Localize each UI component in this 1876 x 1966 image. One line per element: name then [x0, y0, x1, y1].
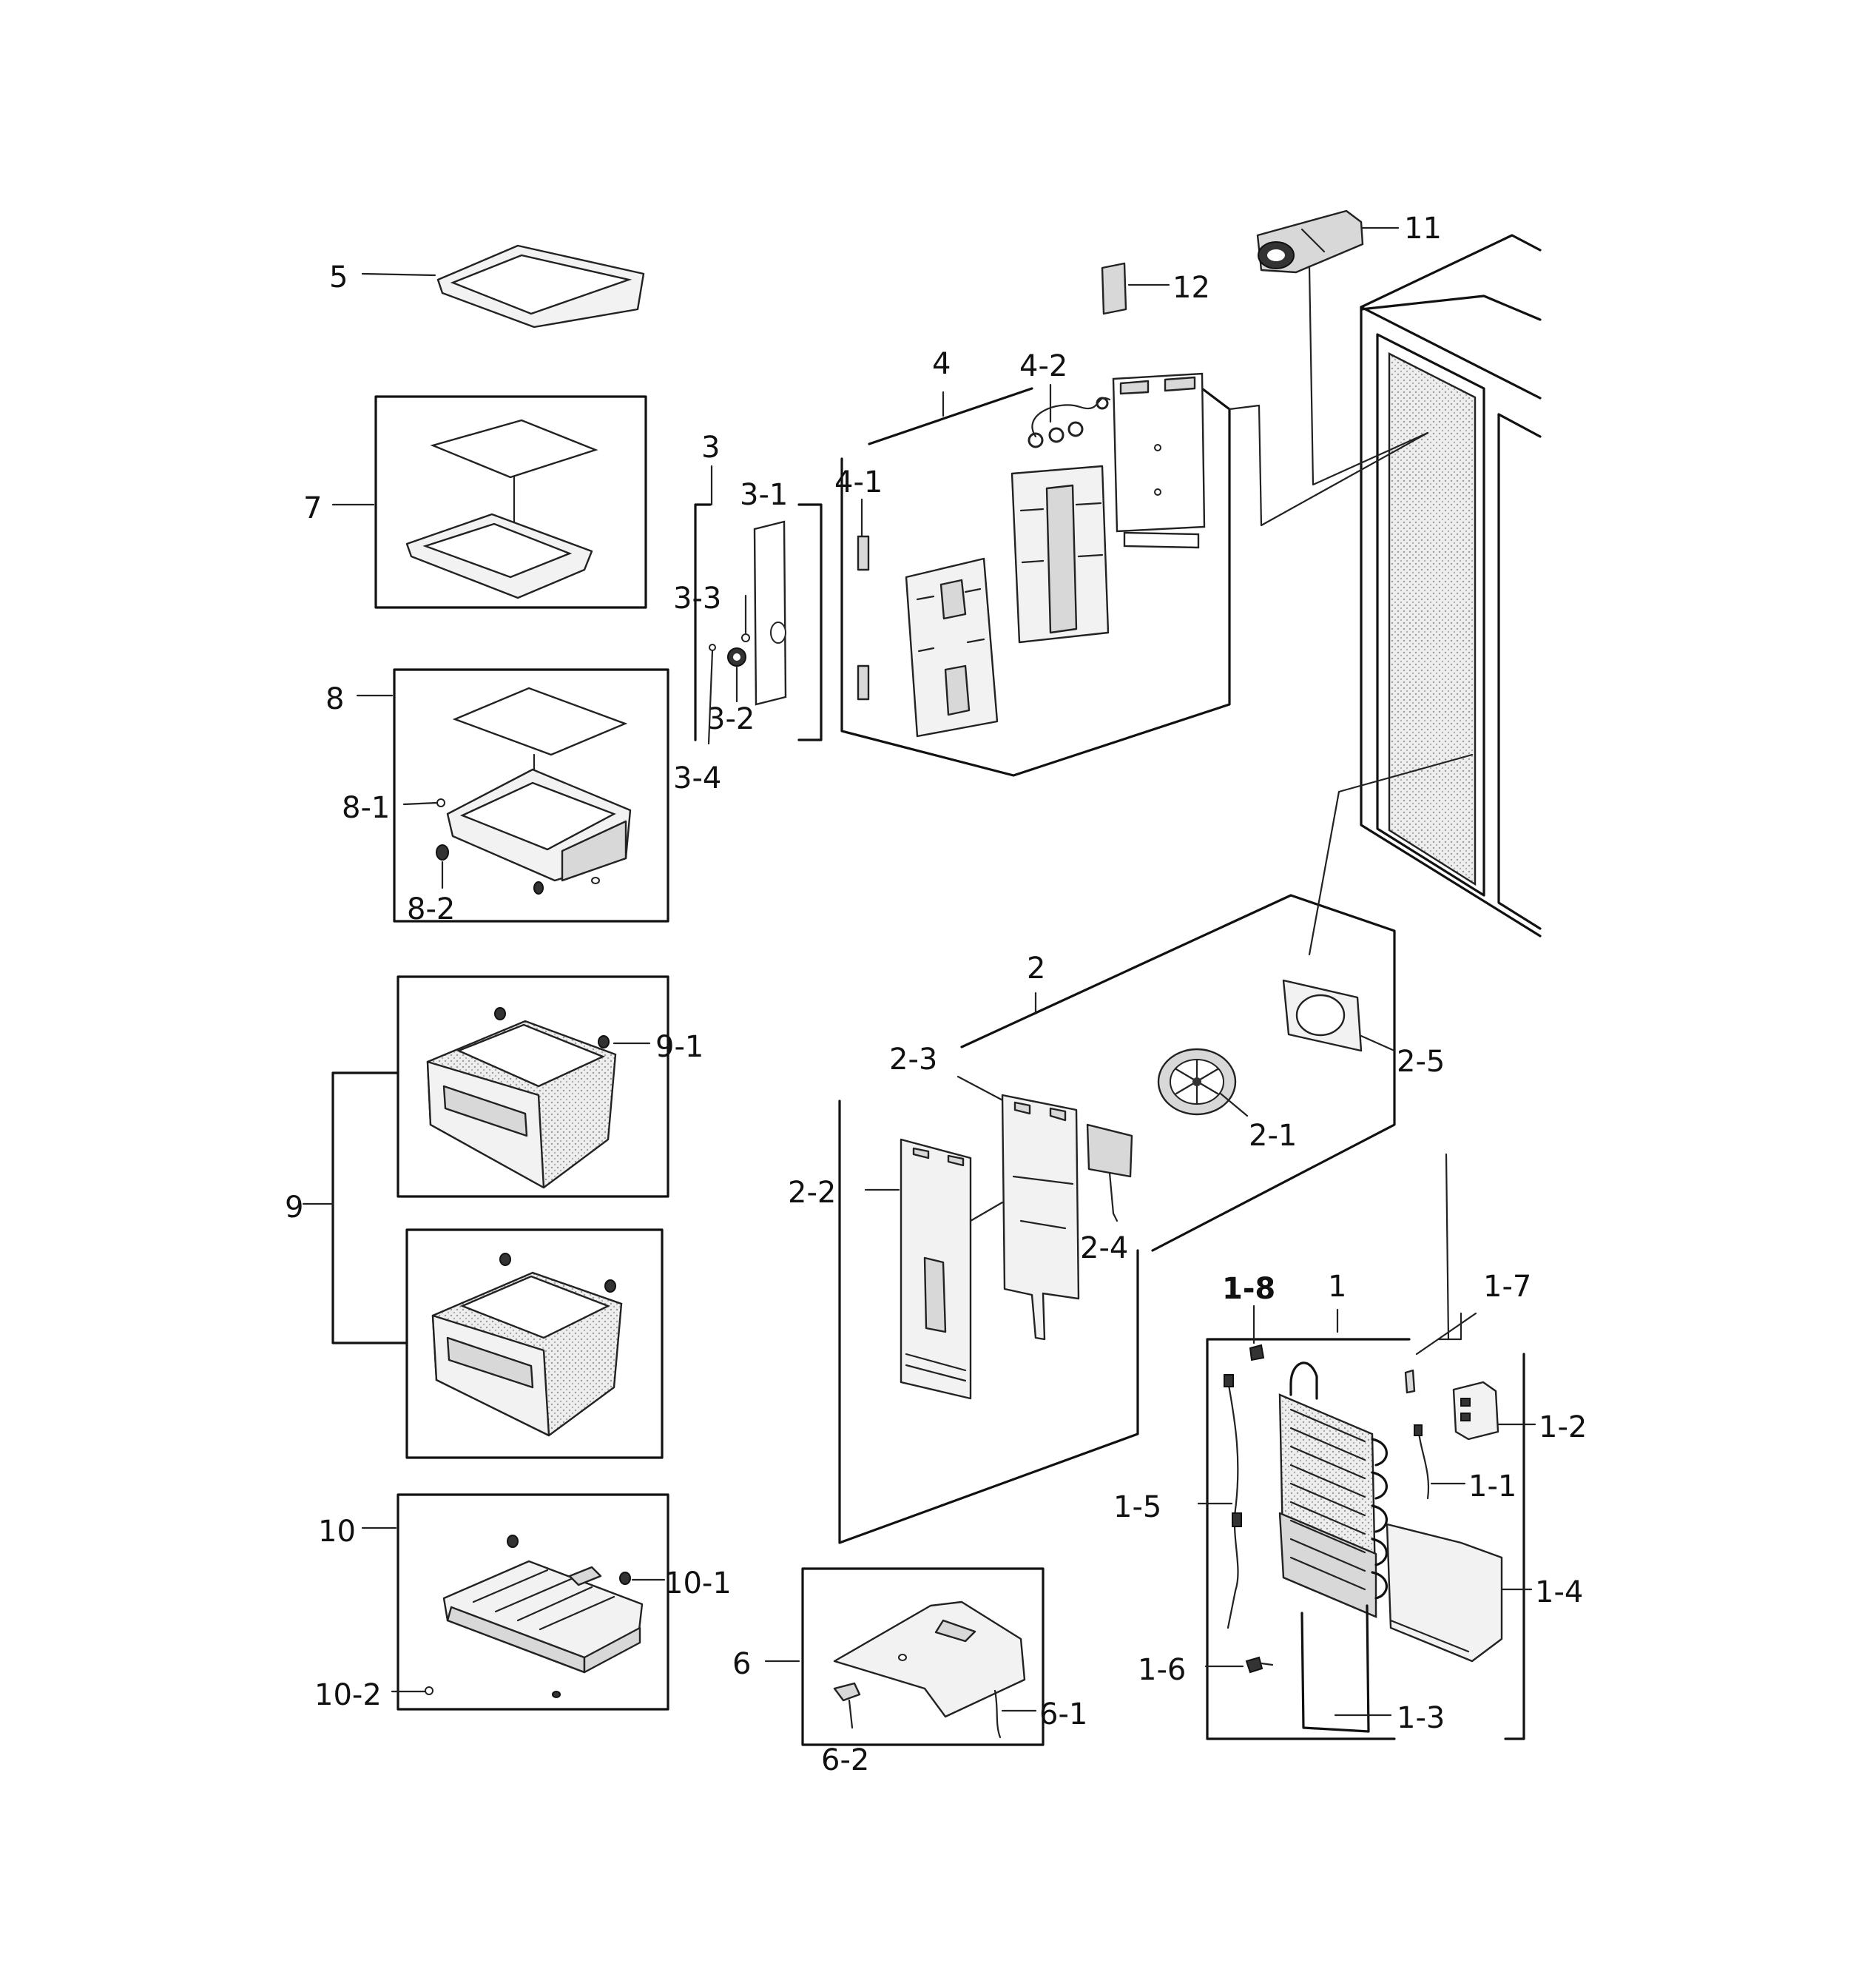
- part-1-2-defrost-timer: [1452, 1381, 1499, 1441]
- label-8: 8: [325, 682, 344, 716]
- part-12-cover: [1101, 262, 1127, 315]
- part-6-box: [801, 1567, 1045, 1746]
- part-10-box: [397, 1493, 669, 1711]
- label-9: 9: [285, 1191, 303, 1225]
- part-2-bracket: [838, 894, 1396, 1544]
- label-1: 1: [1328, 1270, 1346, 1304]
- part-9-lower-drawer: [431, 1253, 623, 1437]
- label-1-4: 1-4: [1535, 1575, 1583, 1609]
- label-10: 10: [318, 1515, 356, 1549]
- label-6: 6: [732, 1647, 751, 1681]
- part-2-2-cover-rear: [900, 1138, 972, 1400]
- part-8-shelf-assembly: [436, 687, 632, 895]
- part-7-shelf-assembly: [405, 419, 598, 599]
- label-4-1: 4-1: [834, 465, 883, 499]
- part-1-8-clip: [1249, 1344, 1265, 1361]
- label-2-5: 2-5: [1397, 1045, 1445, 1079]
- label-2-3: 2-3: [889, 1043, 937, 1077]
- part-1-7-sensor: [1404, 1369, 1416, 1394]
- label-1-1: 1-1: [1468, 1470, 1516, 1504]
- label-1-2: 1-2: [1539, 1410, 1587, 1444]
- part-2-1-fan-motor: [1157, 1048, 1237, 1116]
- label-10-2: 10-2: [314, 1678, 382, 1712]
- part-1-1-fuse-wire: [1414, 1424, 1430, 1500]
- label-6-1: 6-1: [1039, 1697, 1087, 1731]
- part-2-5-fan-shroud: [1282, 979, 1363, 1052]
- part-1-6-clip: [1245, 1656, 1274, 1674]
- label-8-2: 8-2: [407, 892, 455, 926]
- label-4-2: 4-2: [1019, 349, 1067, 383]
- part-4-panel: [1112, 372, 1206, 549]
- label-2-1: 2-1: [1249, 1119, 1297, 1153]
- label-2-4: 2-4: [1080, 1231, 1128, 1265]
- label-1-8: 1-8: [1222, 1272, 1275, 1306]
- part-3-1-plate: [753, 520, 787, 706]
- label-3: 3: [701, 431, 720, 465]
- label-6-2: 6-2: [821, 1743, 869, 1777]
- label-9-1: 9-1: [655, 1030, 704, 1064]
- label-8-1: 8-1: [342, 791, 390, 825]
- label-2-2: 2-2: [788, 1176, 836, 1210]
- label-1-7: 1-7: [1483, 1270, 1531, 1304]
- part-1-4-cover: [1386, 1523, 1503, 1663]
- label-10-1: 10-1: [664, 1566, 732, 1600]
- part-1-evaporator-coil: [1278, 1361, 1388, 1733]
- part-9-upper-box: [397, 975, 669, 1198]
- label-7: 7: [303, 491, 322, 525]
- part-8-box: [393, 668, 669, 923]
- part-4-evaporator-cover-back: [1010, 465, 1110, 644]
- label-2: 2: [1027, 952, 1045, 986]
- part-4-1-connectors: [857, 535, 870, 701]
- label-1-5: 1-5: [1113, 1490, 1161, 1524]
- part-4-evaporator-cover-front: [905, 557, 999, 738]
- part-9-upper-drawer: [426, 1007, 617, 1189]
- refrigerator-cabinet: [1360, 234, 1542, 937]
- part-3-bracket: [694, 503, 823, 741]
- label-1-3: 1-3: [1397, 1701, 1445, 1735]
- label-12: 12: [1172, 271, 1210, 305]
- label-5: 5: [329, 260, 348, 294]
- part-2-4-bracket: [1086, 1123, 1133, 1215]
- part-6-drain-duct: [833, 1600, 1026, 1739]
- label-11: 11: [1404, 212, 1442, 246]
- label-4: 4: [932, 347, 951, 381]
- label-3-2: 3-2: [706, 702, 755, 736]
- part-7-box: [374, 395, 647, 609]
- label-1-6: 1-6: [1138, 1653, 1186, 1687]
- part-11-dispenser-housing: [1256, 209, 1364, 274]
- part-1-bracket: [1206, 1338, 1525, 1740]
- label-3-3: 3-3: [673, 582, 721, 616]
- part-2-3-cover-front: [1001, 1094, 1080, 1341]
- part-1-5-heater-wire: [1224, 1374, 1242, 1629]
- part-10-drawer-cover: [425, 1535, 644, 1698]
- label-3-4: 3-4: [673, 761, 721, 795]
- part-5-shelf: [436, 244, 645, 329]
- part-4-2-wire-harness: [1028, 397, 1111, 448]
- label-3-1: 3-1: [740, 478, 788, 512]
- part-3-2-grommet: [727, 647, 746, 667]
